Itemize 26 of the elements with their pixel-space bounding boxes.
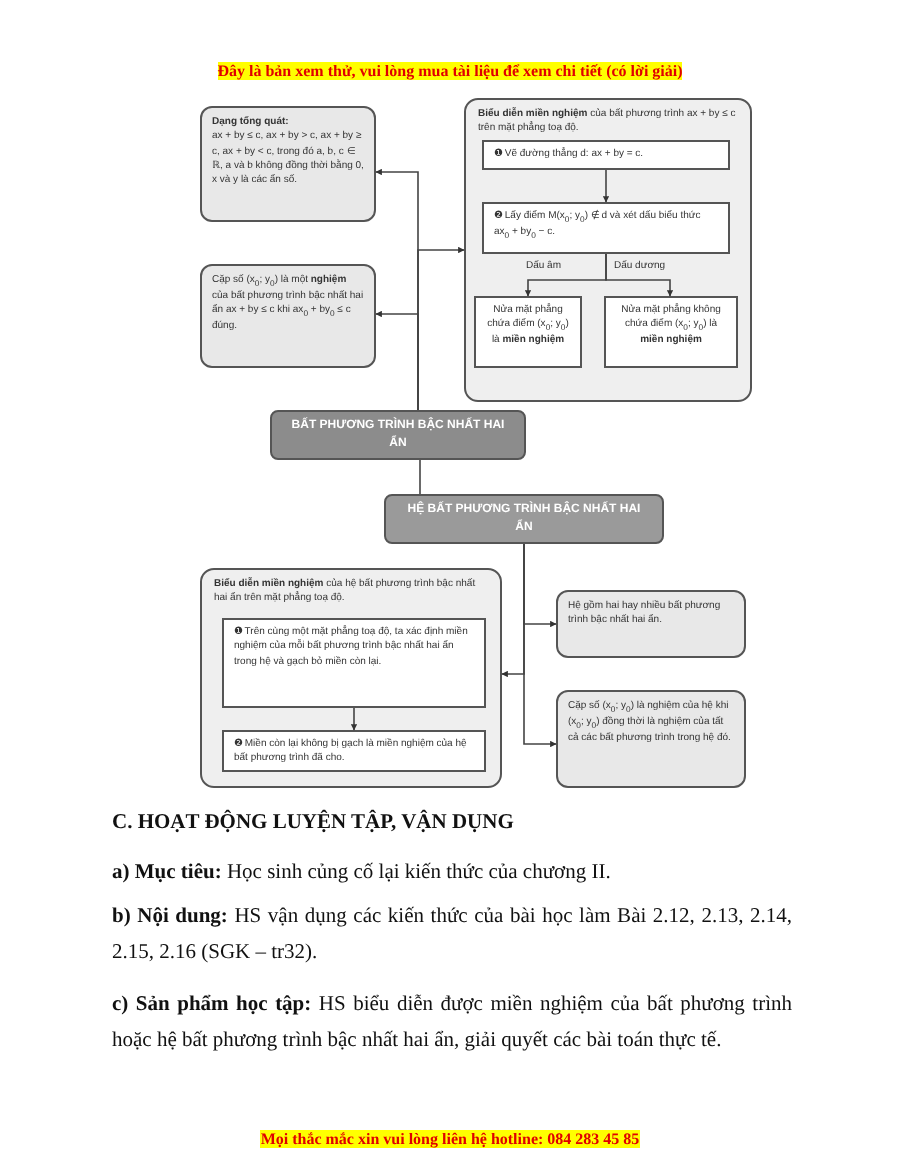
arrow bbox=[417, 246, 465, 411]
step-box bbox=[222, 618, 486, 708]
paragraph: a) Mục tiêu: Học sinh củng cố lại kiến thức của chương II. bbox=[112, 860, 613, 888]
connector-line bbox=[419, 459, 421, 495]
arrow bbox=[523, 543, 557, 748]
paragraph: c) Sản phẩm học tập: HS biểu diễn được miền nghiệm của bất phương trình hoặc hệ bất phương trình bậc nhất hai ẩn, giải quyết các bài toán thực tế. bbox=[112, 992, 792, 1057]
rounded-panel bbox=[464, 98, 752, 402]
rounded-panel bbox=[200, 568, 502, 788]
notice-banner: Đây là bản xem thử, vui lòng mua tài liệu để xem chi tiết (có lời giải) bbox=[217, 62, 683, 80]
hotline-notice: Mọi thắc mắc xin vui lòng liên hệ hotline: 084 283 45 85 bbox=[260, 1130, 640, 1148]
rounded-box bbox=[200, 106, 376, 222]
topic-box bbox=[270, 410, 526, 460]
rounded-box bbox=[556, 690, 746, 788]
topic-box bbox=[384, 494, 664, 544]
arrow bbox=[350, 707, 358, 731]
step-box bbox=[482, 140, 730, 170]
rounded-box bbox=[200, 264, 376, 368]
paragraph: b) Nội dung: HS vận dụng các kiến thức của bài học làm Bài 2.12, 2.13, 2.14, 2.15, 2.16 (SGK – tr32). bbox=[112, 904, 792, 969]
step-box bbox=[482, 202, 730, 254]
arrow bbox=[602, 169, 610, 203]
result-box bbox=[604, 296, 738, 368]
section-heading: C. HOẠT ĐỘNG LUYỆN TẬP, VẬN DỤNG bbox=[112, 812, 514, 834]
rounded-box bbox=[556, 590, 746, 658]
arrow bbox=[605, 253, 674, 297]
result-box bbox=[474, 296, 582, 368]
step-box bbox=[222, 730, 486, 772]
